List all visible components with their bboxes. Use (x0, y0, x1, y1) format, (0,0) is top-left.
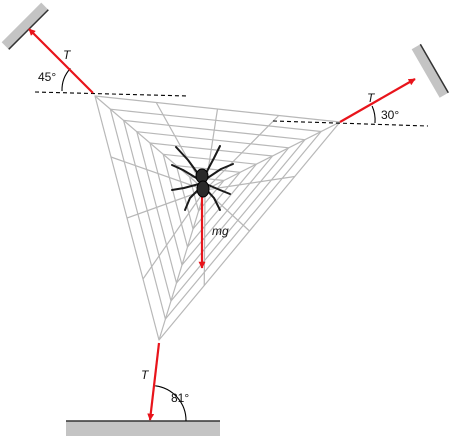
spider-web (94, 95, 341, 341)
labels: T 45° T 30° mg T 81° (38, 48, 399, 405)
reference-line-upper-left (34, 91, 189, 97)
spider-leg (205, 183, 231, 195)
angle-arc-bottom (155, 385, 187, 422)
angle-label-right: 30° (381, 108, 399, 122)
web-ring (162, 153, 257, 248)
force-arrows (28, 28, 416, 421)
spider (171, 145, 234, 211)
spider-leg (171, 183, 200, 191)
angle-label-upper-left: 45° (38, 70, 56, 84)
tension-label-upper-left: T (63, 48, 72, 62)
web-ring (149, 142, 274, 266)
web-frame (94, 95, 341, 341)
spider-leg (184, 187, 201, 211)
spider-leg (205, 163, 234, 180)
support-bottom (66, 420, 220, 436)
reference-line-right (272, 120, 429, 127)
web-ring (109, 108, 322, 320)
angle-arc-right (371, 105, 376, 124)
reference-lines (34, 91, 429, 127)
tension-arrow-bottom (147, 342, 161, 421)
support-right (411, 43, 449, 98)
tension-label-right: T (367, 91, 376, 105)
web-ring (122, 119, 306, 302)
tension-label-bottom: T (141, 368, 150, 382)
spider-leg (175, 146, 200, 176)
angle-arc-upper-left (61, 68, 71, 92)
weight-label: mg (212, 224, 229, 238)
angle-label-bottom: 81° (171, 391, 189, 405)
web-ring (136, 131, 290, 284)
tension-arrow-right (339, 78, 416, 123)
spider-body (196, 180, 210, 198)
spider-leg (204, 145, 221, 176)
spider-leg (171, 164, 199, 180)
tension-arrow-upper-left (28, 28, 94, 94)
